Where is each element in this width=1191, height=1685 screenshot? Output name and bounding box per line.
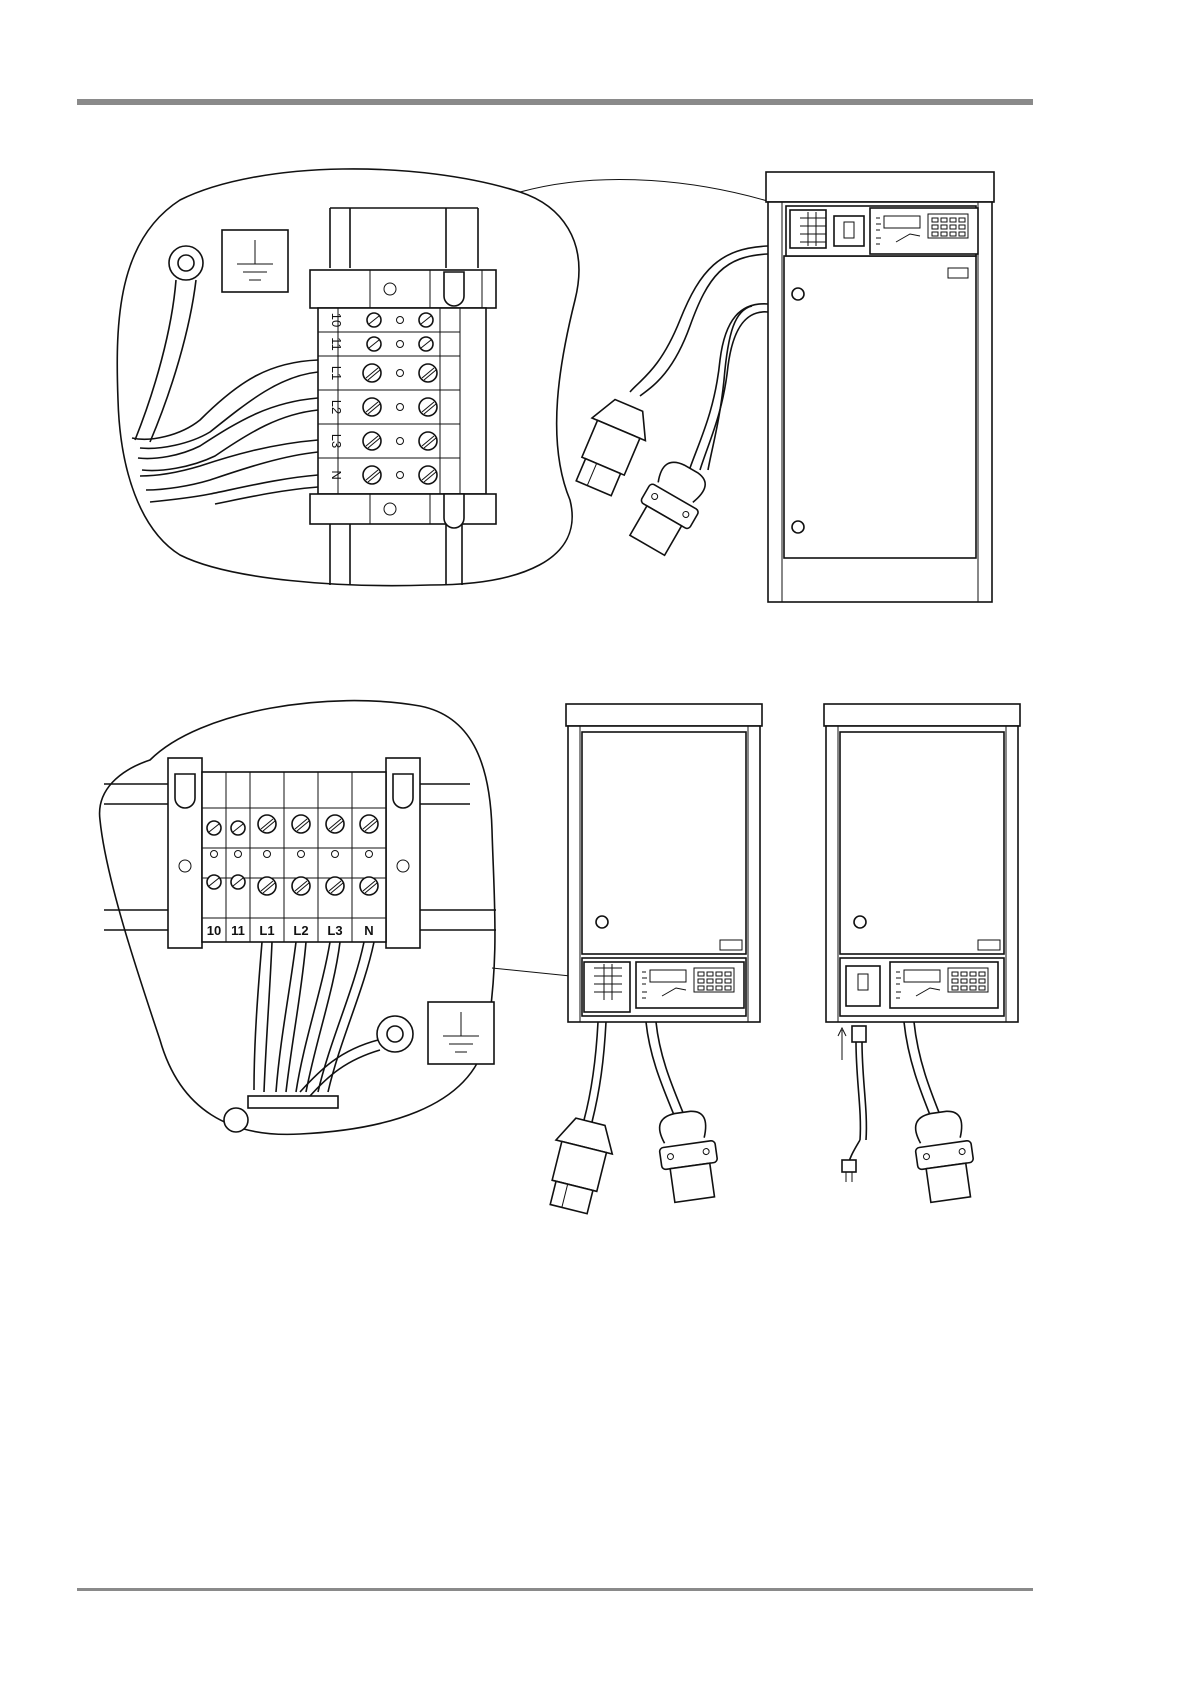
top-cee-plug [567,394,656,500]
bottom-left-cee-plug [541,1115,619,1216]
bottom-terminal-label-l3: L3 [327,923,342,938]
bottom-terminal-label-11: 11 [231,923,245,938]
terminal-label-10: 10 [329,313,344,327]
terminal-label-l3: L3 [329,434,344,448]
bottom-terminal-label-l2: L2 [293,923,308,938]
bottom-cabinet-left [541,704,762,1216]
terminal-label-l2: L2 [329,400,344,414]
earth-ground-icon [222,230,288,292]
bottom-terminal-label-l1: L1 [259,923,274,938]
terminal-label-11: 11 [329,337,344,351]
terminal-label-l1: L1 [329,366,344,380]
bottom-right-battery-clamp [911,1109,979,1204]
top-cabinet [567,172,994,602]
insert-arrow-icon [838,1028,846,1060]
earth-ground-icon-bottom [428,1002,494,1064]
bottom-left-battery-clamp [655,1109,723,1204]
bottom-detail-bubble: 10 11 L1 L2 L3 N [100,701,496,1135]
bottom-terminal-label-n: N [364,923,373,938]
top-leader-line [520,179,790,208]
bottom-cabinet-right [824,704,1020,1204]
top-battery-clamp [623,455,715,559]
top-detail-bubble: 10 11 L1 L2 L3 N [117,169,579,586]
bottom-terminal-label-10: 10 [207,923,221,938]
terminal-label-n: N [329,470,344,479]
